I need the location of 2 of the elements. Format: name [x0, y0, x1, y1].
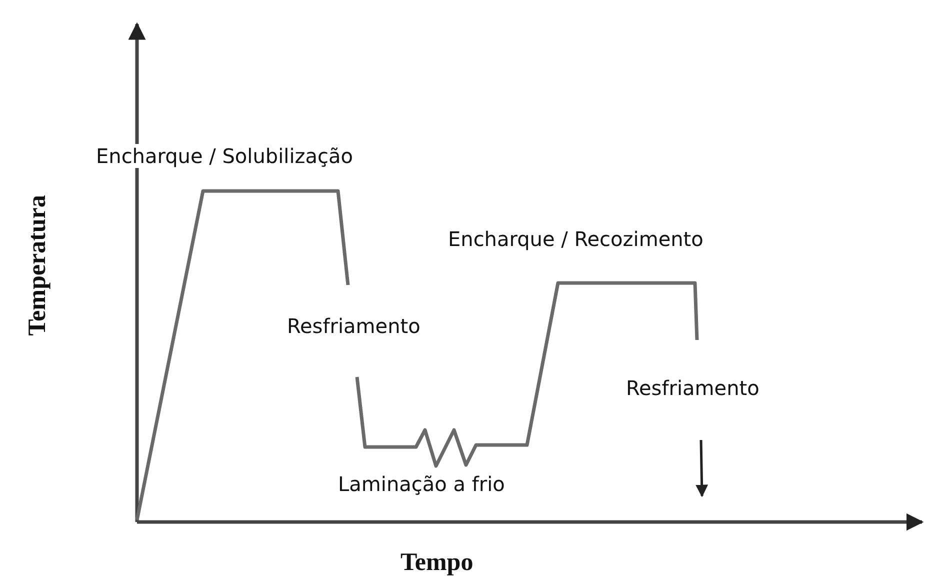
axis-title: Temperatura	[23, 194, 52, 336]
axis-title: Tempo	[400, 548, 474, 578]
